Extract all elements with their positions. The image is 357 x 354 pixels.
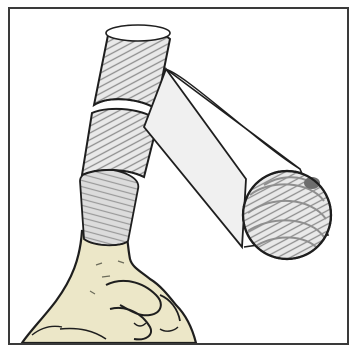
hand-icon <box>22 231 196 343</box>
finger-with-fingerprint-film-icon <box>10 9 347 343</box>
fingertip-print-icon <box>80 169 138 245</box>
illustration-frame <box>8 7 349 345</box>
magnified-fingerprint-icon <box>243 171 331 259</box>
